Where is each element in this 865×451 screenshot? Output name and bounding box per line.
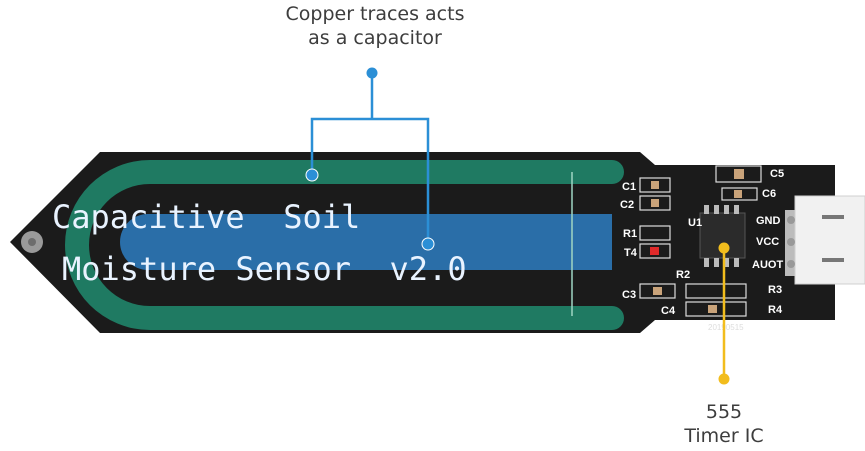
svg-text:AUOT: AUOT [752, 259, 783, 271]
svg-text:U2: U2 [697, 151, 711, 163]
jst-connector [785, 195, 865, 285]
board-title-line2: Moisture Sensor v2.0 [62, 250, 467, 288]
capacitor-annotation-line2: as a capacitor [308, 27, 442, 49]
capacitor-dot-inner [421, 237, 435, 251]
svg-text:C3: C3 [622, 289, 636, 301]
capacitor-dot-top [366, 67, 378, 79]
svg-text:U1: U1 [688, 217, 702, 229]
capacitor-annotation: Copper traces acts as a capacitor [255, 2, 495, 50]
svg-text:C1: C1 [622, 181, 636, 193]
svg-text:VCC: VCC [756, 236, 779, 248]
svg-text:R1: R1 [623, 228, 637, 240]
svg-text:GND: GND [756, 215, 781, 227]
capacitor-leader [310, 73, 430, 243]
timer-annotation-line2: Timer IC [684, 425, 764, 447]
svg-text:C6: C6 [762, 188, 776, 200]
board-date-code: 20190515 [708, 323, 744, 332]
svg-text:T4: T4 [624, 247, 638, 259]
led [650, 247, 659, 255]
board-title-line1: Capacitive Soil [52, 198, 360, 236]
svg-text:R3: R3 [768, 284, 782, 296]
svg-text:C4: C4 [661, 305, 676, 317]
svg-text:C2: C2 [620, 199, 634, 211]
timer-annotation-line1: 555 [705, 401, 743, 423]
capacitor-annotation-line1: Copper traces acts [285, 3, 465, 25]
copper-trace-outer [65, 160, 624, 330]
timer-dot-bottom [718, 373, 730, 385]
timer-dot-chip [718, 242, 730, 254]
svg-text:R2: R2 [676, 269, 690, 281]
copper-trace-inner [120, 214, 612, 270]
svg-text:C5: C5 [770, 168, 784, 180]
board-model: HW-390 [783, 320, 816, 330]
timer-annotation: 555 Timer IC [664, 400, 784, 448]
capacitor-dot-outer [305, 168, 319, 182]
svg-text:R4: R4 [768, 304, 783, 316]
